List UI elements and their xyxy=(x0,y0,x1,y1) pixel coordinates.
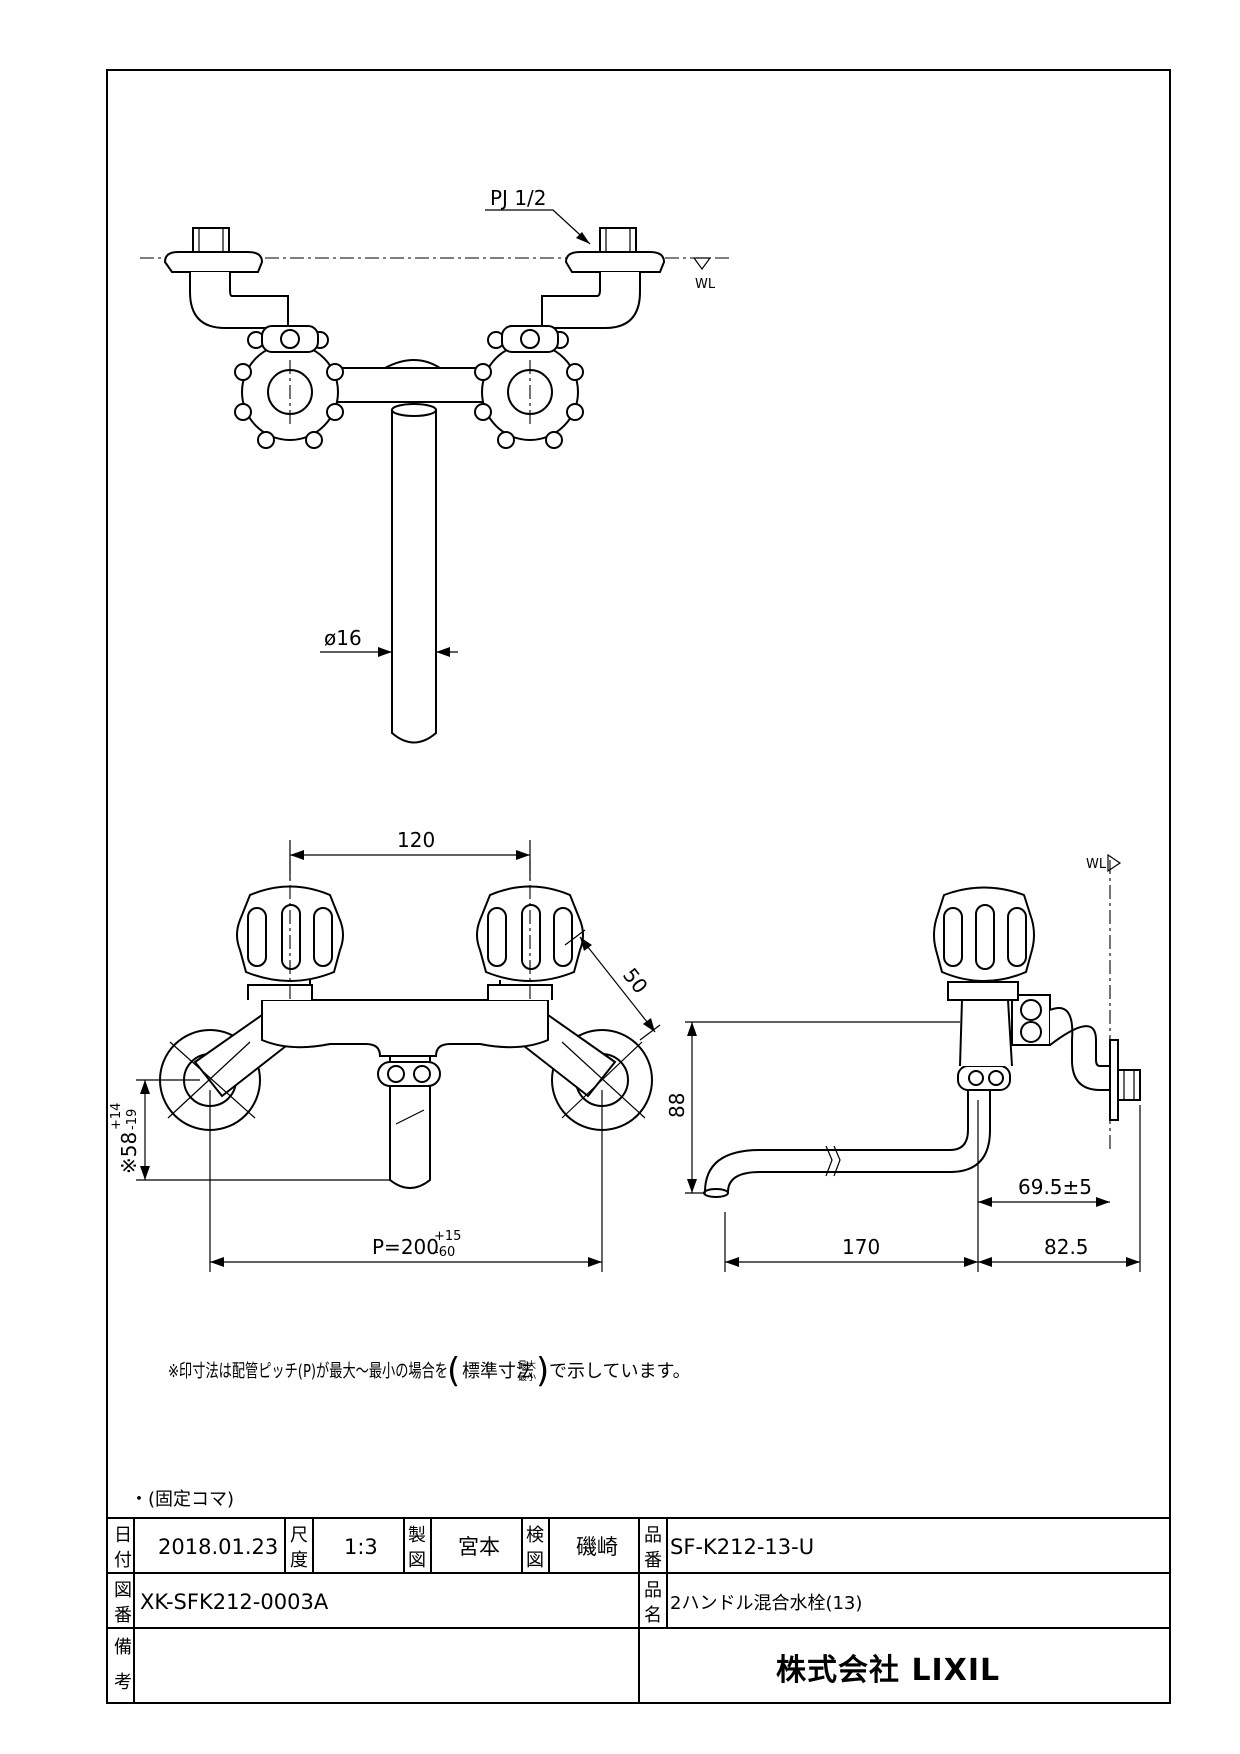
top-view: WL xyxy=(140,186,730,744)
right-union xyxy=(541,227,666,329)
part-name: 2ハンドル混合水栓(13) xyxy=(670,1593,862,1614)
dim-p-tol-plus: +15 xyxy=(434,1229,461,1244)
drawn-label-1: 製 xyxy=(408,1525,426,1546)
scale-label-1: 尺 xyxy=(290,1525,308,1546)
note-prefix: ※印寸法は配管ピッチ(P)が最大～最小の場合を xyxy=(168,1361,448,1382)
note-frac-top: 最大 xyxy=(518,1359,536,1371)
side-view: WL 88 69.5±5 xyxy=(665,853,1141,1272)
part-no-label-2: 番 xyxy=(644,1550,662,1571)
pj-label: PJ 1/2 xyxy=(490,186,547,210)
dim-120: 120 xyxy=(397,828,435,852)
dim-58: ※58 xyxy=(117,1132,141,1174)
checked-label-1: 検 xyxy=(526,1525,544,1546)
wl-label-top: WL xyxy=(695,277,716,292)
company-name: 株式会社 LIXIL xyxy=(776,1653,1000,1688)
date-label-2: 付 xyxy=(114,1550,132,1571)
dimension-note: ※印寸法は配管ピッチ(P)が最大～最小の場合を ( 標準寸法 最大 最小 ) で… xyxy=(168,1351,691,1391)
fixed-koma-note: ・(固定コマ) xyxy=(130,1489,234,1510)
wl-label-side: WL xyxy=(1086,857,1107,872)
dim-58-tol-plus: +14 xyxy=(109,1103,124,1130)
dim-p-tol-minus: -60 xyxy=(434,1245,455,1260)
part-name-label-1: 品 xyxy=(644,1580,662,1601)
scale-value: 1:3 xyxy=(344,1535,378,1559)
right-handle-top xyxy=(474,325,584,449)
dim-p: P=200 xyxy=(372,1235,439,1259)
note-paren-close: ) xyxy=(536,1351,549,1391)
part-no: SF-K212-13-U xyxy=(670,1535,814,1559)
dim-69-5: 69.5±5 xyxy=(1018,1175,1092,1199)
left-handle-top xyxy=(234,325,344,449)
drawn-by: 宮本 xyxy=(458,1535,500,1559)
remarks-label-2: 考 xyxy=(114,1672,132,1693)
dim-50: 50 xyxy=(618,963,653,998)
drawing-no-label-2: 番 xyxy=(114,1605,132,1626)
drawing-no-label-1: 図 xyxy=(114,1580,132,1601)
dim-88: 88 xyxy=(665,1093,689,1118)
dim-170: 170 xyxy=(842,1235,880,1259)
drawn-label-2: 図 xyxy=(408,1550,426,1571)
part-name-label-2: 名 xyxy=(644,1605,662,1626)
dim-82-5: 82.5 xyxy=(1044,1235,1089,1259)
note-frac-bottom: 最小 xyxy=(518,1372,536,1383)
scale-label-2: 度 xyxy=(290,1550,308,1571)
left-union xyxy=(163,227,289,329)
title-block: 日 付 2018.01.23 尺 度 1:3 製 図 宮本 検 図 磯崎 品 番… xyxy=(107,1517,1170,1703)
note-paren-open: ( xyxy=(447,1351,460,1391)
checked-by: 磯崎 xyxy=(576,1535,618,1559)
front-view: 120 50 ※58 +14 -19 P=200 +15 -60 xyxy=(109,828,661,1272)
remarks-label-1: 備 xyxy=(114,1637,132,1658)
drawing-no: XK-SFK212-0003A xyxy=(140,1590,329,1614)
note-suffix: で示しています。 xyxy=(549,1361,691,1382)
date-label-1: 日 xyxy=(114,1525,132,1546)
dim-58-tol-minus: -19 xyxy=(125,1109,140,1130)
diameter-label: ø16 xyxy=(324,626,362,650)
note-inner: 標準寸法 xyxy=(462,1361,534,1382)
part-no-label-1: 品 xyxy=(644,1525,662,1546)
date-value: 2018.01.23 xyxy=(158,1535,278,1559)
checked-label-2: 図 xyxy=(526,1550,544,1571)
